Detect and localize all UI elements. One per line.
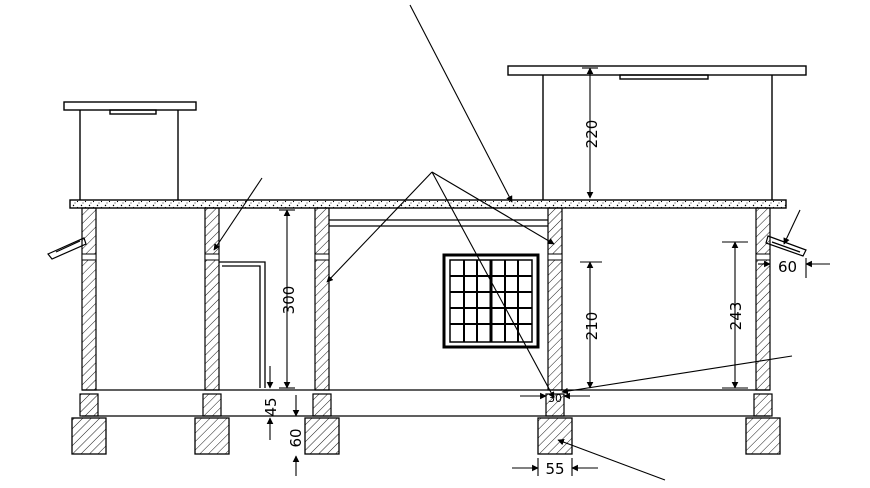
right-roof-room <box>507 65 807 200</box>
door <box>219 261 266 388</box>
dim-right-wall-height: 243 <box>727 302 745 331</box>
dim-column-width: 30 <box>548 392 562 405</box>
column-2 <box>204 207 220 391</box>
dim-footing-depth: 60 <box>287 428 305 447</box>
column-1 <box>81 207 97 391</box>
plinth-beam <box>82 389 770 417</box>
leader-lines <box>213 4 801 481</box>
window <box>442 253 540 349</box>
column-5 <box>755 207 771 391</box>
column-4 <box>547 207 563 391</box>
lintel-marks <box>81 253 771 261</box>
footing-4 <box>537 417 573 455</box>
dim-upper-room-height: 220 <box>583 120 601 149</box>
dim-eave-offset: 60 <box>778 258 797 276</box>
column-3 <box>314 207 330 391</box>
left-roof-tank <box>63 101 197 200</box>
footings <box>71 417 781 455</box>
footing-3 <box>304 417 340 455</box>
roof-slab <box>69 199 787 209</box>
beam-lines <box>329 219 548 227</box>
footing-5 <box>745 417 781 455</box>
dim-window-height: 210 <box>583 312 601 341</box>
dim-footing-width: 55 <box>545 460 564 478</box>
dim-wall-height: 300 <box>280 286 298 315</box>
columns <box>81 207 771 391</box>
footing-1 <box>71 417 107 455</box>
plinth-stubs <box>79 393 773 417</box>
sunshade-left <box>47 237 87 260</box>
dimension-lines <box>266 67 830 476</box>
footing-2 <box>194 417 230 455</box>
dim-plinth-height: 45 <box>262 397 280 416</box>
